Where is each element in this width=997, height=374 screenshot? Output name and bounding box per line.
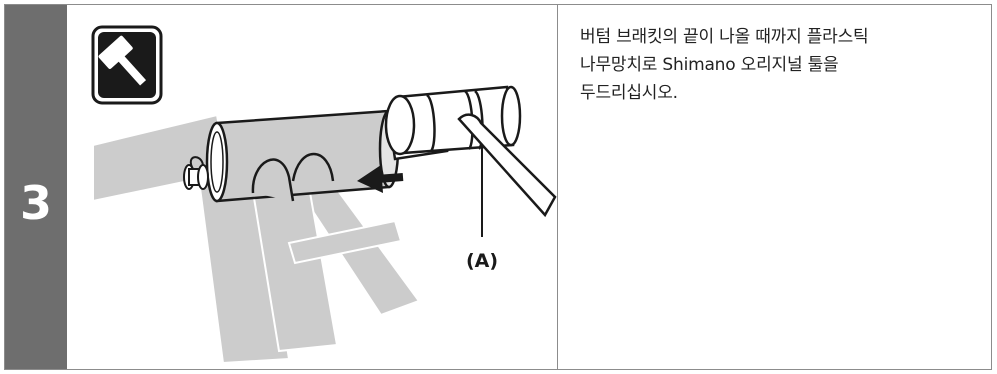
instruction-line-2: 나무망치로 Shimano 오리지널 툴을 (580, 55, 839, 75)
instruction-line-1: 버텀 브래킷의 끝이 나올 때까지 플라스틱 (580, 27, 869, 47)
illustration-panel: (A) (67, 5, 558, 369)
step-number: 3 (19, 176, 52, 230)
frame-tubes (92, 113, 421, 365)
plastic-mallet (457, 113, 557, 218)
instruction-text-panel: 버텀 브래킷의 끝이 나올 때까지 플라스틱 나무망치로 Shimano 오리지… (558, 5, 991, 369)
callout-label-a: (A) (466, 250, 498, 272)
direction-arrow (357, 165, 404, 193)
hammer-icon (91, 25, 163, 105)
left-bearing-cup (183, 156, 209, 190)
bottom-bracket-shell (205, 109, 400, 203)
instruction-line-3: 두드리십시오. (580, 83, 678, 103)
step-number-column: 3 (5, 5, 67, 369)
instruction-step-table: 3 (4, 4, 992, 370)
instruction-text: 버텀 브래킷의 끝이 나올 때까지 플라스틱 나무망치로 Shimano 오리지… (580, 23, 980, 107)
installation-illustration: (A) (91, 25, 557, 365)
